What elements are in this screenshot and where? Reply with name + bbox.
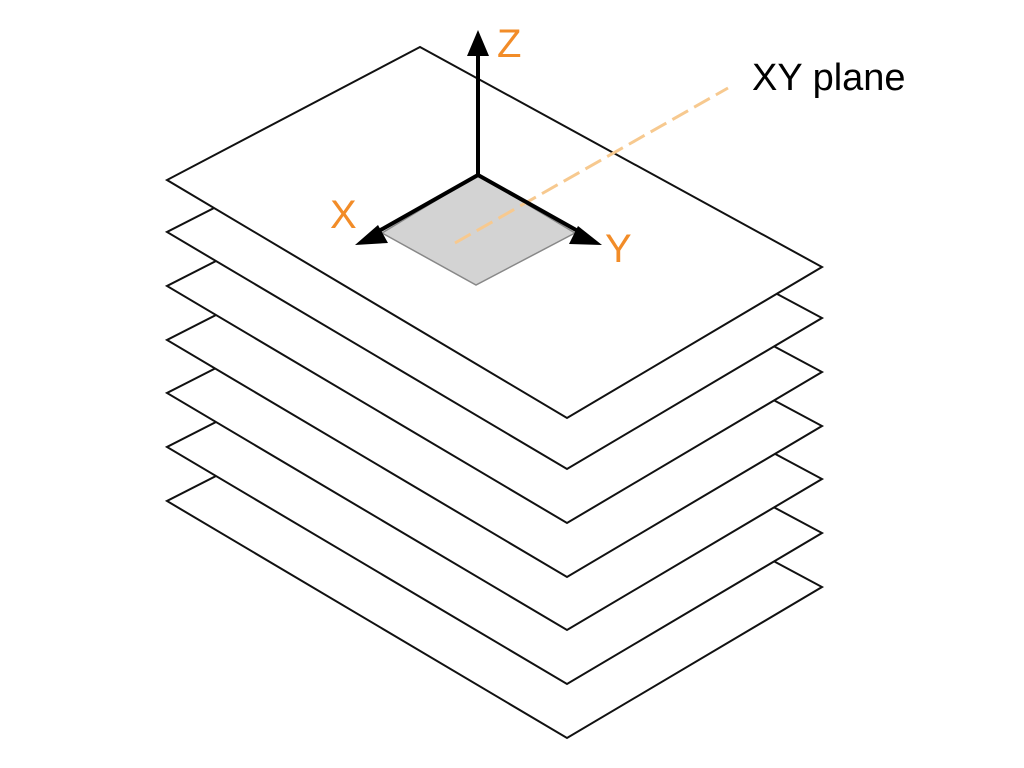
xy-plane-leader-line <box>454 86 729 245</box>
y-axis-arrowhead <box>569 226 602 245</box>
y-axis-line <box>477 173 586 237</box>
sheet-stack <box>164 45 825 740</box>
x-axis-arrowhead <box>355 225 388 245</box>
y-axis-label: Y <box>605 227 632 271</box>
axes <box>355 30 602 245</box>
x-axis-line <box>369 173 479 238</box>
x-axis-label: X <box>330 193 357 237</box>
xy-plane-callout: XY plane <box>752 57 906 99</box>
z-axis-arrowhead <box>467 30 489 56</box>
z-axis-label: Z <box>497 22 521 66</box>
